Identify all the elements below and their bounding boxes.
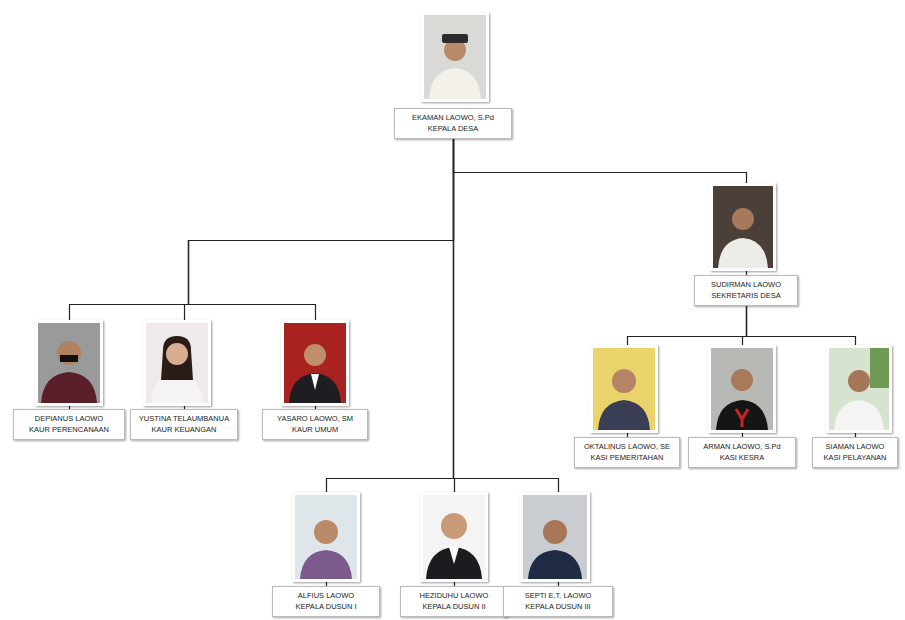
person-name: YASARO LAOWO, SM [266,414,364,425]
position-title: KEPALA DUSUN I [276,602,376,613]
org-connector [189,139,454,409]
person-card: YASARO LAOWO, SMKAUR UMUM [262,409,368,440]
portrait-photo [826,345,892,433]
portrait-photo [292,492,360,582]
org-connector [70,139,454,409]
portrait-photo [420,492,488,582]
portrait-photo [35,320,103,406]
photo-frame [292,492,360,582]
position-title: KEPALA DUSUN III [507,602,609,613]
photo-ground [284,323,346,403]
org-connector [185,139,454,409]
position-title: KASI KESRA [692,453,792,464]
photo-ground [38,323,100,403]
person-name: ARMAN LAOWO, S.Pd [692,442,792,453]
person-card: YUSTINA TELAUMBANUAKAUR KEUANGAN [130,409,238,440]
photo-frame [590,345,658,433]
photo-frame [281,320,349,406]
photo-frame [826,345,892,433]
portrait-photo [281,320,349,406]
photo-shirt [311,374,319,390]
photo-ground [295,495,357,579]
portrait-photo [708,345,776,433]
person-card: SEPTI E.T. LAOWOKEPALA DUSUN III [503,586,613,617]
photo-head [543,520,567,544]
photo-ground [829,348,889,430]
photo-frame [35,320,103,406]
portrait-photo [590,345,658,433]
photo-frame [520,492,590,582]
person-card: ARMAN LAOWO, S.PdKASI KESRA [688,437,796,468]
photo-logo [736,409,748,427]
photo-head [166,343,188,365]
photo-ground [713,186,773,268]
person-name: SIAMAN LAOWO [816,442,894,453]
photo-head [731,369,753,391]
person-card: EKAMAN LAOWO, S.PdKEPALA DESA [394,108,512,139]
person-name: SEPTI E.T. LAOWO [507,591,609,602]
photo-body [300,550,352,579]
photo-body [598,400,650,430]
photo-body [426,547,482,579]
person-name: SUDIRMAN LAOWO [698,280,794,291]
photo-ground [146,323,208,403]
photo-ground [711,348,773,430]
photo-frame [421,12,489,102]
photo-ground [424,15,486,99]
photo-body [289,373,341,403]
position-title: KEPALA DUSUN II [404,602,504,613]
person-name: DEPIANUS LAOWO [17,414,121,425]
photo-ground [593,348,655,430]
photo-frame [143,320,211,406]
photo-head [732,208,754,230]
photo-body [528,550,582,579]
portrait-photo [520,492,590,582]
photo-head [612,369,636,393]
position-title: KAUR PERENCANAAN [17,425,121,436]
person-name: YUSTINA TELAUMBANUA [134,414,234,425]
portrait-photo [421,12,489,102]
photo-mask [60,355,78,362]
photo-frame [708,345,776,433]
person-card: SIAMAN LAOWOKASI PELAYANAN [812,437,898,468]
photo-hair [161,336,193,380]
position-title: KASI PEMERITAHAN [578,453,676,464]
photo-body [718,238,768,268]
photo-head [848,370,870,392]
photo-frame [710,183,776,271]
photo-frame [420,492,488,582]
photo-head [304,344,326,366]
photo-body [834,400,884,430]
person-name: OKTALINUS LAOWO, SE [578,442,676,453]
photo-body [716,400,768,430]
person-card: SUDIRMAN LAOWOSEKRETARIS DESA [694,275,798,306]
photo-head [441,513,467,539]
photo-ground [423,495,485,579]
portrait-photo [710,183,776,271]
photo-head [314,520,338,544]
position-title: SEKRETARIS DESA [698,291,794,302]
position-title: KAUR UMUM [266,425,364,436]
photo-shirt [449,547,459,564]
person-card: OKTALINUS LAOWO, SEKASI PEMERITAHAN [574,437,680,468]
photo-body [429,68,481,99]
photo-head [57,341,81,365]
person-card: ALFIUS LAOWOKEPALA DUSUN I [272,586,380,617]
position-title: KAUR KEUANGAN [134,425,234,436]
position-title: KEPALA DESA [398,124,508,135]
person-name: HEZIDUHU LAOWO [404,591,504,602]
org-connector [454,139,747,275]
photo-plant [870,348,889,388]
person-card: HEZIDUHU LAOWOKEPALA DUSUN II [400,586,508,617]
photo-cap [442,34,468,43]
photo-body [41,372,97,403]
person-name: EKAMAN LAOWO, S.Pd [398,113,508,124]
photo-ground [523,495,587,579]
person-card: DEPIANUS LAOWOKAUR PERENCANAAN [13,409,125,440]
position-title: KASI PELAYANAN [816,453,894,464]
portrait-photo [143,320,211,406]
person-name: ALFIUS LAOWO [276,591,376,602]
